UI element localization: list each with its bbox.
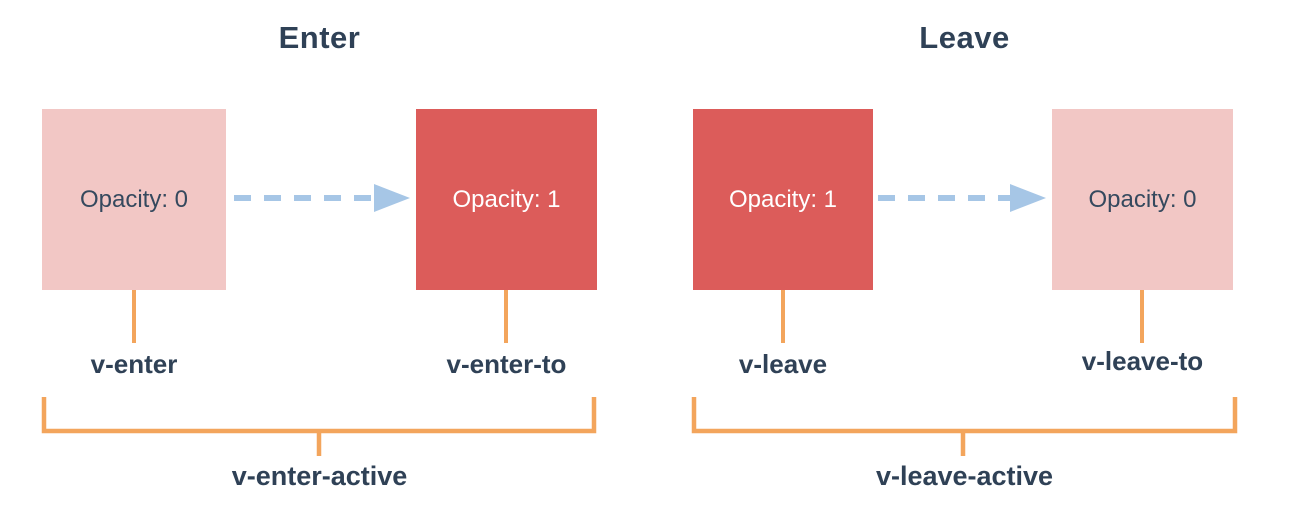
leave-end-box-label: Opacity: 0 <box>1088 185 1197 213</box>
leave-end-connector-line <box>1140 290 1144 343</box>
leave-active-bracket <box>691 397 1238 456</box>
enter-active-bracket <box>41 397 597 456</box>
enter-end-box: Opacity: 1 <box>416 109 597 290</box>
leave-active-class-label: v-leave-active <box>875 461 1054 491</box>
leave-section-title: Leave <box>919 20 1010 55</box>
leave-start-connector-line <box>781 290 785 343</box>
enter-end-connector-line <box>504 290 508 343</box>
enter-end-class-label: v-enter-to <box>446 349 567 379</box>
enter-start-connector-line <box>132 290 136 343</box>
enter-start-class-label: v-enter <box>90 349 178 379</box>
leave-start-box-label: Opacity: 1 <box>728 185 838 213</box>
enter-start-box-label: Opacity: 0 <box>79 185 189 213</box>
leave-end-box: Opacity: 0 <box>1052 109 1233 290</box>
leave-end-class-label: v-leave-to <box>1081 346 1204 376</box>
enter-start-box: Opacity: 0 <box>42 109 226 290</box>
leave-start-box: Opacity: 1 <box>693 109 873 290</box>
enter-active-class-label: v-enter-active <box>231 461 408 491</box>
dashed-arrow-right-icon <box>878 184 1046 212</box>
leave-start-class-label: v-leave <box>738 349 828 379</box>
enter-end-box-label: Opacity: 1 <box>452 185 561 213</box>
enter-section-title: Enter <box>278 20 361 55</box>
dashed-arrow-right-icon <box>234 184 410 212</box>
